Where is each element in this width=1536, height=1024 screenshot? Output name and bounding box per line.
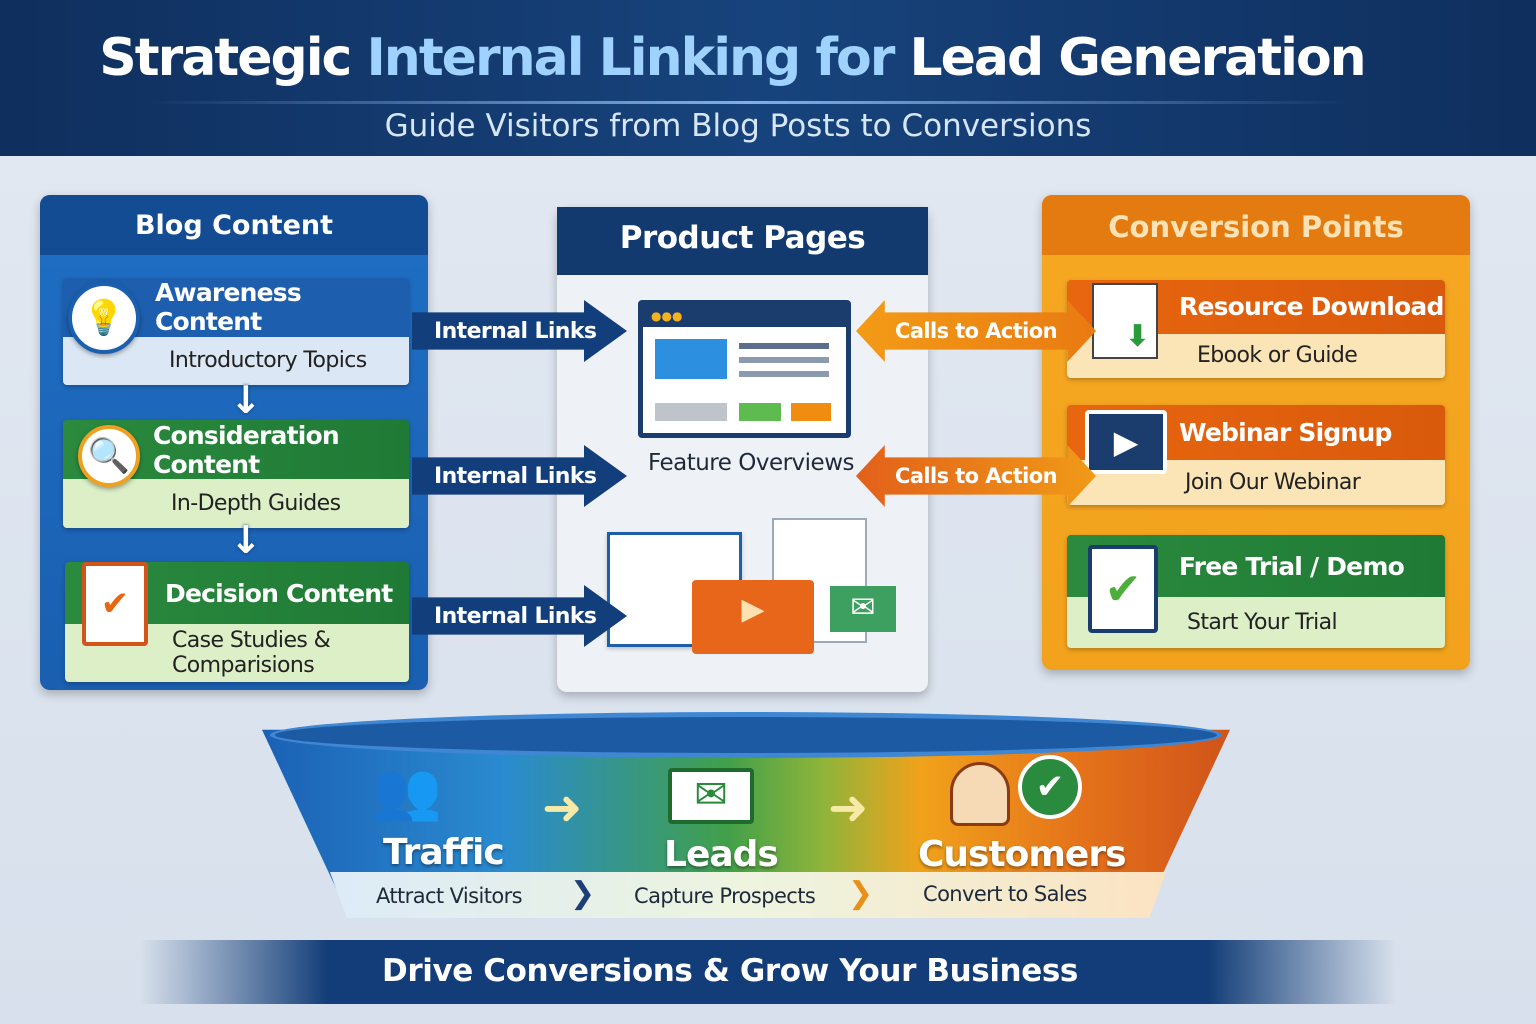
chevron-right-icon: ❯ [570, 876, 596, 911]
arrow-right-icon: ➜ [828, 780, 869, 836]
funnel-rim [270, 712, 1222, 758]
funnel-subtitle-band [330, 872, 1166, 918]
arrow-down-icon: ↓ [230, 518, 262, 562]
clipboard-check-icon: ✔ [82, 562, 148, 646]
stage-leads-subtitle: Capture Prospects [634, 884, 816, 908]
header-band [0, 0, 1536, 156]
title-divider [150, 101, 1350, 104]
document-download-icon: ⬇ [1092, 283, 1158, 359]
envelope-icon: ✉ [668, 768, 754, 824]
arrow-right-icon: ➜ [542, 780, 583, 836]
check-badge-icon: ✔ [1018, 755, 1082, 819]
stage-customers-subtitle: Convert to Sales [923, 882, 1087, 906]
chevron-right-icon: ❯ [848, 876, 874, 911]
lightbulb-icon: 💡 [68, 282, 140, 354]
arrow-down-icon: ↓ [230, 378, 262, 422]
footer-band [140, 940, 1396, 1004]
video-monitor-icon: ▶ [1085, 410, 1167, 474]
stage-traffic-subtitle: Attract Visitors [376, 884, 523, 908]
customer-icon [950, 762, 1010, 826]
internal-links-arrow: Internal Links [412, 585, 627, 647]
stage-customers: Customers [918, 834, 1127, 875]
page-title: Strategic Internal Linking for Lead Gene… [99, 28, 1366, 88]
page-subtitle: Guide Visitors from Blog Posts to Conver… [384, 108, 1092, 144]
card-subtitle: Introductory Topics [63, 336, 409, 385]
conversion-points-title: Conversion Points [1042, 195, 1470, 255]
folder-icon: ▶ [692, 580, 814, 654]
people-icon: 👥 [372, 759, 442, 824]
internal-links-arrow: Internal Links [412, 300, 627, 362]
product-pages-title: Product Pages [557, 207, 928, 275]
stage-traffic: Traffic [383, 832, 505, 873]
internal-links-arrow: Internal Links [412, 445, 627, 507]
blog-content-title: Blog Content [40, 195, 428, 255]
feature-overviews-caption: Feature Overviews [648, 450, 855, 476]
footer-text: Drive Conversions & Grow Your Business [382, 953, 1078, 989]
envelope-icon: ✉ [830, 586, 896, 632]
stage-leads: Leads [664, 834, 779, 875]
card-subtitle: In-Depth Guides [63, 479, 409, 528]
browser-window-icon: ●●● [638, 300, 851, 438]
clipboard-check-icon: ✔ [1088, 545, 1158, 633]
magnifier-icon: 🔍 [78, 425, 140, 487]
